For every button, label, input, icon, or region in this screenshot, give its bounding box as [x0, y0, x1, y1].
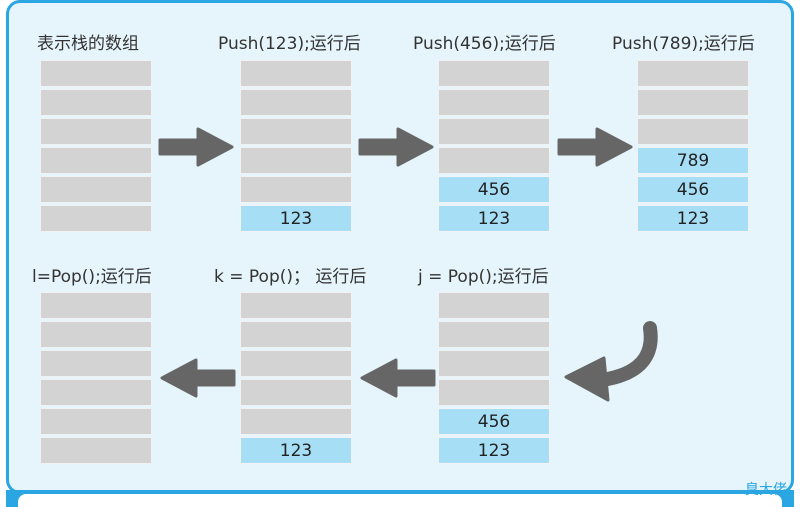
- stack-cell-empty: [438, 118, 550, 145]
- stack-cell-filled: 123: [637, 205, 749, 232]
- stack-cell-filled: 456: [438, 408, 550, 435]
- stack-cell-empty: [40, 60, 152, 87]
- stack-cell-empty: [240, 292, 352, 319]
- stack-cell-empty: [240, 350, 352, 377]
- stack-cell-empty: [438, 350, 550, 377]
- stack-cell-empty: [438, 321, 550, 348]
- arrow-left-icon: [160, 358, 236, 398]
- stack-cell-empty: [438, 89, 550, 116]
- arrow-right-icon: [158, 127, 234, 167]
- stage-label-pop-j: j = Pop();运行后: [418, 267, 549, 287]
- stack-cell-empty: [438, 379, 550, 406]
- stack-cell-empty: [40, 408, 152, 435]
- stack-cell-filled: 123: [240, 437, 352, 464]
- stack-cell-filled: 123: [438, 205, 550, 232]
- stage-label-push-123: Push(123);运行后: [218, 34, 361, 54]
- stack-cell-empty: [240, 60, 352, 87]
- stack-cell-empty: [637, 89, 749, 116]
- stack-cell-empty: [40, 89, 152, 116]
- stack-cell-empty: [40, 176, 152, 203]
- stack-cell-filled: 789: [637, 147, 749, 174]
- stack-initial: [40, 60, 152, 235]
- stack-cell-empty: [40, 350, 152, 377]
- stage-label-initial: 表示栈的数组: [37, 34, 139, 54]
- stack-cell-empty: [637, 118, 749, 145]
- stack-cell-empty: [438, 60, 550, 87]
- stack-after-pop-l: [40, 292, 152, 467]
- stack-cell-empty: [40, 379, 152, 406]
- stack-cell-empty: [240, 118, 352, 145]
- stack-cell-empty: [40, 292, 152, 319]
- stack-cell-empty: [637, 60, 749, 87]
- stack-cell-empty: [438, 292, 550, 319]
- stack-cell-empty: [40, 321, 152, 348]
- arrow-right-icon: [358, 127, 434, 167]
- curved-arrow-icon: [564, 321, 658, 402]
- stack-after-pop-k: 123: [240, 292, 352, 467]
- bottom-panel: [18, 494, 782, 507]
- stack-cell-empty: [240, 89, 352, 116]
- stack-cell-empty: [40, 147, 152, 174]
- stage-label-pop-k: k = Pop()； 运行后: [214, 267, 367, 287]
- arrow-right-icon: [557, 127, 633, 167]
- watermark: 臭大佬: [745, 482, 787, 498]
- stack-cell-empty: [240, 147, 352, 174]
- stack-cell-empty: [40, 437, 152, 464]
- stack-cell-empty: [240, 321, 352, 348]
- stage-label-push-456: Push(456);运行后: [413, 34, 556, 54]
- arrow-left-icon: [360, 358, 436, 398]
- stack-cell-filled: 456: [637, 176, 749, 203]
- stack-cell-filled: 123: [438, 437, 550, 464]
- stack-cell-empty: [438, 147, 550, 174]
- stage-label-pop-l: l=Pop();运行后: [32, 267, 152, 287]
- stack-cell-empty: [40, 118, 152, 145]
- stage-label-push-789: Push(789);运行后: [612, 34, 755, 54]
- stack-cell-empty: [240, 408, 352, 435]
- stack-cell-empty: [240, 176, 352, 203]
- stack-after-push-123: 123: [240, 60, 352, 235]
- stack-cell-filled: 123: [240, 205, 352, 232]
- stack-cell-empty: [40, 205, 152, 232]
- stack-cell-empty: [240, 379, 352, 406]
- stack-cell-filled: 456: [438, 176, 550, 203]
